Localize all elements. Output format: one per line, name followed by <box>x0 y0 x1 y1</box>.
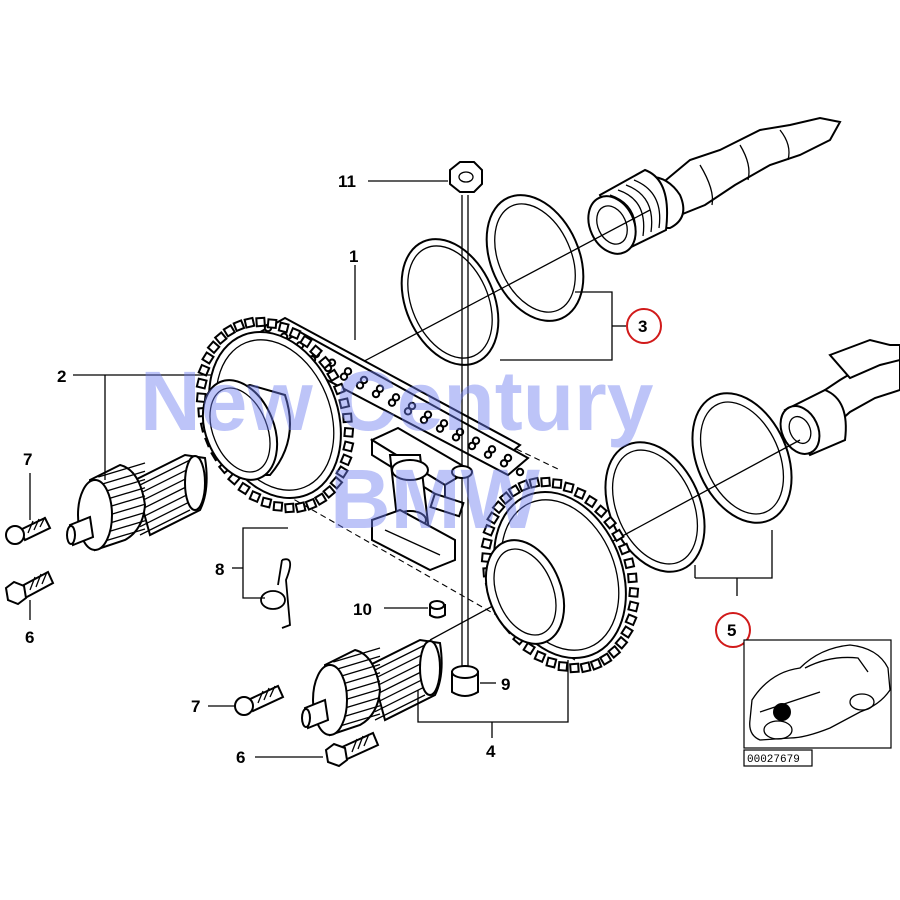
highlight-circle-5 <box>715 612 751 648</box>
diagram-number: 00027679 <box>747 754 800 766</box>
callout-7-upper: 7 <box>23 450 32 469</box>
car-location-inset: 00027679 <box>743 639 892 767</box>
callout-2: 2 <box>57 367 66 386</box>
callout-5: 5 <box>727 621 736 640</box>
upper-shim-rear <box>400 238 500 366</box>
watermark-line1: New Century <box>140 354 654 448</box>
spring-clip <box>260 558 292 629</box>
callout-6-lower: 6 <box>236 748 245 767</box>
callout-3: 3 <box>638 317 647 336</box>
engine-location-marker <box>773 703 791 721</box>
upper-shim-front <box>485 194 585 322</box>
bushing-10 <box>429 600 446 619</box>
callout-6-upper: 6 <box>25 628 34 647</box>
upper-sprocket <box>195 316 355 514</box>
chain-tensioner <box>369 426 472 572</box>
sleeve-9 <box>451 665 479 697</box>
lower-spline-shaft <box>301 638 443 737</box>
bolt-7-upper <box>5 516 52 545</box>
callout-4: 4 <box>486 742 496 761</box>
watermark-line2: BMW <box>330 452 541 546</box>
lower-camshaft <box>779 338 900 457</box>
upper-camshaft <box>587 116 842 255</box>
lower-shim-front <box>691 392 793 524</box>
highlight-circle-3 <box>626 308 662 344</box>
callout-1: 1 <box>349 247 358 266</box>
callout-10: 10 <box>353 600 372 619</box>
callout-7-lower: 7 <box>191 697 200 716</box>
callout-8: 8 <box>215 560 224 579</box>
bolt-6-upper <box>4 570 55 606</box>
bolt-7-lower <box>234 684 285 716</box>
leader-lines <box>29 180 773 758</box>
callout-9: 9 <box>501 675 510 694</box>
callout-labels: 11 1 2 3 4 5 6 6 7 7 8 9 10 <box>23 172 751 767</box>
callout-11: 11 <box>338 172 356 191</box>
lower-sprocket <box>480 476 640 674</box>
guide-bolt <box>449 161 483 670</box>
upper-spline-shaft <box>66 453 208 552</box>
watermark: New Century BMW <box>140 354 654 546</box>
bolt-6-lower <box>324 731 380 768</box>
